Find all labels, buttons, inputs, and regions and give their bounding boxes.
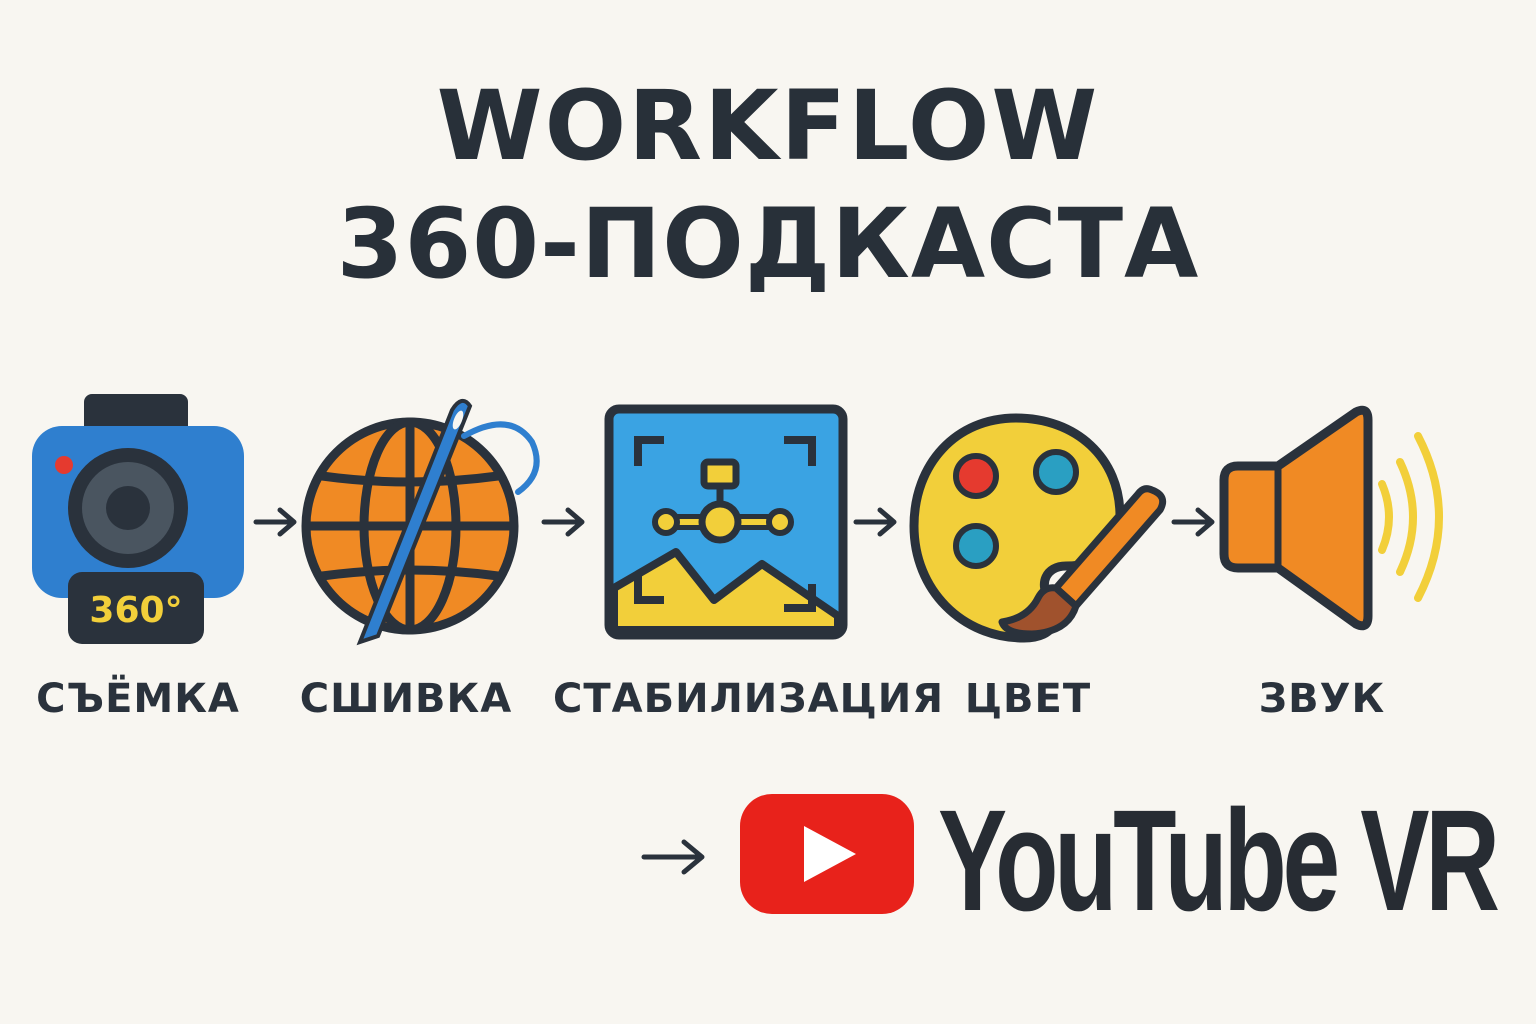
arrow-icon	[541, 507, 585, 537]
step-label-color: ЦВЕТ	[964, 676, 1092, 722]
palette-brush-icon	[909, 413, 1167, 643]
diagram-title-line-1: WORKFLOW	[436, 70, 1100, 182]
camera-360-icon: 360°	[32, 394, 244, 644]
arrow-icon	[641, 839, 705, 875]
speaker-icon	[1219, 405, 1443, 631]
step-stitching	[300, 380, 550, 650]
step-stabilization	[604, 404, 848, 640]
stabilization-frame-icon	[604, 404, 848, 640]
arrow-icon	[1171, 507, 1215, 537]
step-label-sound: ЗВУК	[1258, 676, 1386, 722]
step-color	[906, 410, 1176, 650]
youtube-play-icon	[740, 794, 914, 914]
arrow-icon	[253, 507, 297, 537]
camera-360-badge: 360°	[89, 590, 182, 631]
globe-needle-icon	[301, 398, 540, 646]
diagram-title-line-2: 360-ПОДКАСТА	[336, 188, 1200, 300]
step-label-stabilization: СТАБИЛИЗАЦИЯ	[553, 676, 945, 722]
arrow-icon	[853, 507, 897, 537]
step-sound	[1218, 404, 1468, 634]
destination-label: YouTube VR	[938, 780, 1500, 941]
step-label-filming: СЪЁМКА	[36, 676, 240, 722]
step-label-stitching: СШИВКА	[299, 676, 513, 722]
step-filming: 360°	[28, 380, 248, 650]
